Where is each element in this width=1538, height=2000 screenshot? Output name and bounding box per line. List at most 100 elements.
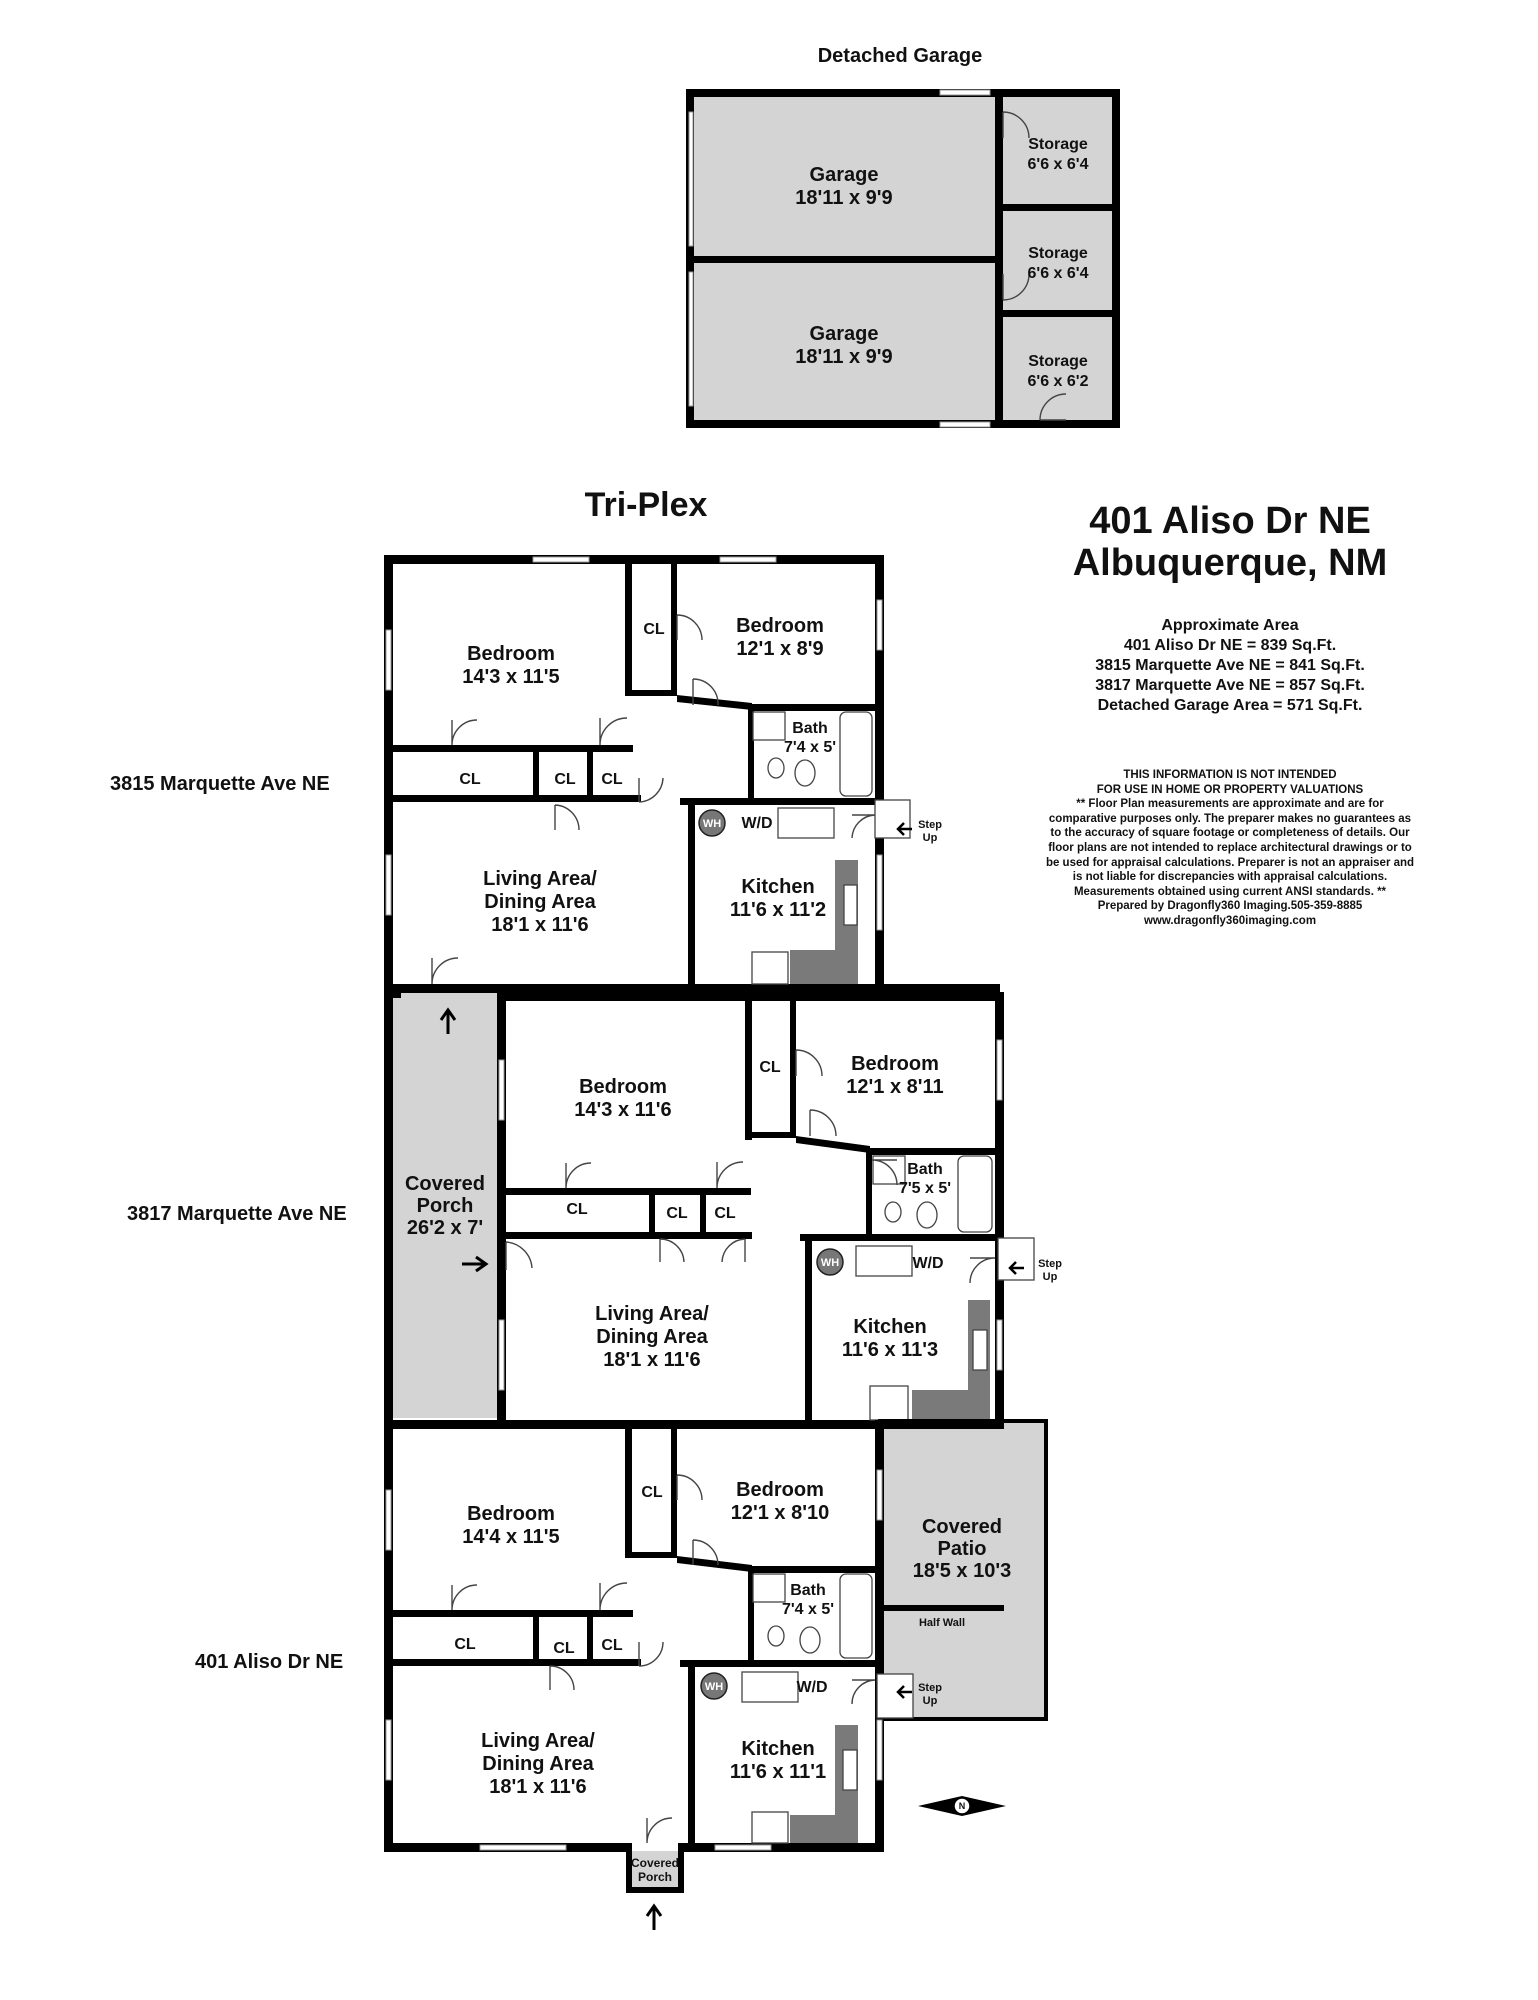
unit-401-walls [384,1419,1048,1893]
living-area-label-line2: Dining Area [482,1753,594,1775]
porch-west-wall [384,984,393,1429]
storage-3-label: Storage [1028,353,1088,370]
closet-label: CL [459,771,481,788]
disclaimer-line: comparative purposes only. The preparer … [1048,812,1412,825]
covered-porch-dimensions: 26'2 x 7' [407,1217,483,1239]
living-area-dimensions: 18'1 x 11'6 [603,1349,700,1371]
step-up-arrow-icon [896,1685,912,1699]
closet-label: CL [759,1059,781,1076]
closet-label: CL [553,1640,575,1657]
closet-label: CL [601,1637,623,1654]
area-line: 3817 Marquette Ave NE = 857 Sq.Ft. [1095,677,1365,694]
front-covered-porch-floor [630,1851,682,1891]
shower-icon [752,1573,786,1603]
compass-north-label: N [959,1801,966,1811]
living-area-label-line2: Dining Area [596,1326,708,1348]
unit-3817-entry-door [505,1241,533,1270]
storage-door-2 [1002,273,1030,301]
garage-door-1 [688,111,694,247]
storage-2-dimensions: 6'6 x 6'4 [1028,265,1089,282]
unit-3815-fixtures [698,711,911,985]
kitchen-dimensions: 11'6 x 11'1 [730,1761,826,1783]
unit-3817-walls [384,984,1004,1429]
covered-patio-label-line1: Covered [922,1516,1002,1538]
entry-arrow-icon [439,1007,457,1034]
bedroom-dimensions: 12'1 x 8'9 [736,638,823,660]
step-up-label-line1: Step [918,819,942,831]
storage-door-1 [1002,111,1030,139]
approximate-area-block: Approximate Area 401 Aliso Dr NE = 839 S… [1030,616,1430,716]
bath-label: Bath [790,1582,826,1599]
washer-dryer-icon [777,807,835,839]
garage-window-north [939,89,991,96]
garage-2-dimensions: 18'11 x 9'9 [795,346,892,368]
washer-dryer-label: W/D [912,1255,943,1272]
covered-patio-label-line2: Patio [938,1538,987,1560]
water-heater-label: WH [703,818,721,830]
bath-dimensions: 7'4 x 5' [784,739,836,756]
bedroom-dimensions: 12'1 x 8'10 [731,1502,830,1524]
storage-2-label: Storage [1028,245,1088,262]
bedroom-dimensions: 14'3 x 11'6 [574,1099,671,1121]
unit-3815-entry-door [431,957,459,985]
kitchen-label: Kitchen [853,1316,926,1338]
disclaimer-line: to the accuracy of square footage or com… [1050,827,1410,840]
preparer-line: Prepared by Dragonfly360 Imaging.505-359… [1097,900,1363,913]
garage-door-2 [688,271,694,407]
bathtub [839,1573,873,1659]
bath-dimensions: 7'4 x 5' [782,1601,834,1618]
water-heater-icon [700,1672,728,1700]
living-area-dimensions: 18'1 x 11'6 [491,914,588,936]
disclaimer-line: ** Floor Plan measurements are approxima… [1076,798,1384,811]
unit-3815-walls [384,555,1000,993]
toilet-icon [884,1201,902,1223]
step-up-label-line1: Step [1038,1258,1062,1270]
bedroom-label: Bedroom [736,615,824,637]
bedroom-label: Bedroom [579,1076,667,1098]
kitchen-sink-icon [842,1749,858,1791]
toilet-icon [767,1625,785,1647]
garage-2-label: Garage [810,323,879,345]
front-porch-label-line1: Covered [631,1856,679,1870]
water-heater-icon [698,809,726,837]
closet-label: CL [714,1205,736,1222]
water-heater-icon [816,1248,844,1276]
unit-401-name: 401 Aliso Dr NE [195,1651,343,1673]
bedroom-dimensions: 14'3 x 11'5 [462,666,559,688]
bedroom-label: Bedroom [851,1053,939,1075]
covered-patio-dimensions: 18'5 x 10'3 [913,1560,1012,1582]
kitchen-sink-icon [843,884,858,926]
disclaimer-line: Measurements obtained using current ANSI… [1073,885,1387,898]
step-up-label-line2: Up [923,832,938,844]
address-line-2: Albuquerque, NM [1072,542,1388,584]
storage-1-label: Storage [1028,136,1088,153]
website-link[interactable]: www.dragonfly360imaging.com [1143,914,1317,927]
step-up-label-line2: Up [923,1695,938,1707]
covered-porch-label-line2: Porch [417,1195,474,1217]
unit-3815-doors [431,614,876,985]
disclaimer-line: be used for appraisal calculations. Prep… [1045,856,1415,869]
bedroom-label: Bedroom [467,1503,555,1525]
closet-label: CL [454,1636,476,1653]
step-up-label-line2: Up [1043,1271,1058,1283]
garage-building [686,89,1120,428]
step-up-landing [876,1673,914,1719]
step-up-landing [874,799,911,839]
covered-porch-floor [392,992,498,1418]
unit-3817-name: 3817 Marquette Ave NE [127,1203,347,1225]
living-area-label-line1: Living Area/ [483,868,597,890]
area-heading: Approximate Area [1161,617,1299,634]
bedroom-dimensions: 14'4 x 11'5 [462,1526,559,1548]
garage-section-title: Detached Garage [818,45,983,67]
washer-dryer-icon [741,1671,799,1703]
area-line: 3815 Marquette Ave NE = 841 Sq.Ft. [1095,657,1365,674]
closet-label: CL [554,771,576,788]
garage-window-south [939,421,991,428]
bath-label: Bath [792,720,828,737]
kitchen-label: Kitchen [741,1738,814,1760]
living-area-label-line1: Living Area/ [595,1303,709,1325]
unit-3817-fixtures [816,1155,1035,1421]
step-up-arrow-icon [1008,1261,1024,1275]
bath-label: Bath [907,1161,943,1178]
bath-dimensions: 7'5 x 5' [899,1180,951,1197]
